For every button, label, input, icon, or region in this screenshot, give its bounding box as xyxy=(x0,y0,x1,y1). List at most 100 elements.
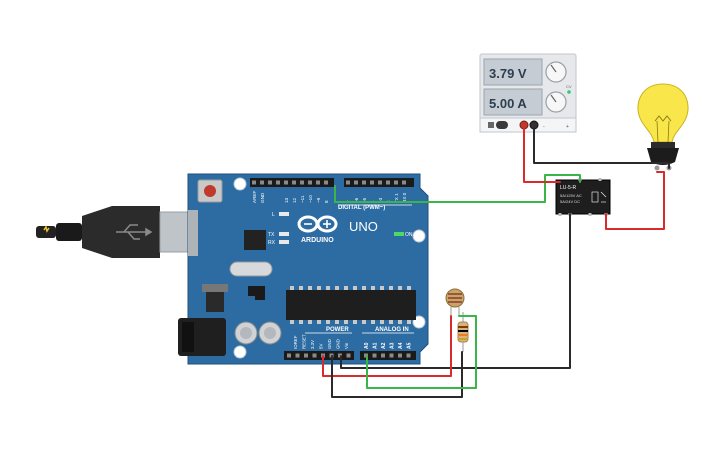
analog-pin-label: A4 xyxy=(398,342,404,349)
header-pin-hole[interactable] xyxy=(406,353,411,358)
header-pin-hole[interactable] xyxy=(287,353,291,358)
power-supply[interactable]: 3.79 V 5.00 A CV - + xyxy=(479,53,577,133)
header-pin-hole[interactable] xyxy=(354,180,358,185)
header-pin-hole[interactable] xyxy=(346,180,350,185)
header-pin-hole[interactable] xyxy=(398,353,402,358)
header-pin-hole[interactable] xyxy=(370,180,374,185)
relay-rating-dc: 5A/24V DC xyxy=(560,199,580,204)
header-pin-hole[interactable] xyxy=(346,353,351,358)
usb-icon xyxy=(116,224,153,240)
chip-pin xyxy=(344,320,348,324)
analog-pin-label: A3 xyxy=(390,342,396,349)
header-pin-hole[interactable] xyxy=(381,353,385,358)
wire-5v-red[interactable] xyxy=(322,315,452,377)
digital-pin-label: ~6 xyxy=(354,197,359,203)
header-pin-hole[interactable] xyxy=(304,353,308,358)
capacitor-left xyxy=(234,321,258,345)
header-pin-hole[interactable] xyxy=(260,180,264,185)
light-bulb[interactable] xyxy=(637,83,689,171)
relay-pin[interactable] xyxy=(598,178,602,181)
capacitor-right xyxy=(258,321,282,345)
current-knob[interactable] xyxy=(545,91,567,113)
wire-analog-green[interactable] xyxy=(366,315,477,389)
relay-pin[interactable] xyxy=(558,213,562,216)
digital-header-label: DIGITAL (PWM~) xyxy=(338,205,385,211)
voltage-regulator xyxy=(206,290,224,312)
relay[interactable]: LU-5-R 5A/125V AC 5A/24V DC xyxy=(555,178,611,216)
wire-psu-positive-red[interactable] xyxy=(523,127,561,183)
analog-header-label: ANALOG IN xyxy=(375,327,409,333)
header-pin-hole[interactable] xyxy=(276,180,280,185)
arduino-logo-symbols xyxy=(304,220,331,228)
header-pin-hole[interactable] xyxy=(292,180,296,185)
header-pin-hole[interactable] xyxy=(300,180,304,185)
header-pin-hole[interactable] xyxy=(284,180,288,185)
chip-pin xyxy=(317,286,321,290)
header-pin-hole[interactable] xyxy=(338,353,342,358)
chip-pin xyxy=(299,320,303,324)
voltage-display xyxy=(483,58,543,86)
header-pin-hole[interactable] xyxy=(295,353,300,358)
wire-relay-gnd-black[interactable] xyxy=(340,213,571,369)
led-l-label: L xyxy=(272,212,275,218)
power-pin-label: Vin xyxy=(344,342,349,349)
header-pin-hole[interactable] xyxy=(364,353,368,358)
header-pin-hole[interactable] xyxy=(389,353,394,358)
crystal-oscillator xyxy=(229,261,273,277)
chip-pin xyxy=(335,286,339,290)
bulb-lead-right xyxy=(667,120,670,143)
header-pin-hole[interactable] xyxy=(324,180,328,185)
header-pin-hole[interactable] xyxy=(268,180,272,185)
cv-label: CV xyxy=(566,84,572,89)
header-pin-hole[interactable] xyxy=(386,180,390,185)
digital-pin-label: TX 1 xyxy=(394,193,399,203)
digital-header-holes xyxy=(252,180,406,185)
chip-pin xyxy=(389,320,393,324)
resistor-band xyxy=(458,338,468,340)
digital-pin-label: 12 xyxy=(292,197,297,203)
resistor[interactable] xyxy=(457,312,469,352)
digital-pin-label: ~3 xyxy=(378,197,383,203)
header-pin-hole[interactable] xyxy=(402,180,406,185)
terminal-plus-label: + xyxy=(566,124,569,130)
icsp-housing xyxy=(255,286,265,300)
power-switch[interactable] xyxy=(496,121,508,129)
wire-gnd-black[interactable] xyxy=(331,351,463,398)
mount-hole xyxy=(233,345,247,359)
digital-pin-label: ~11 xyxy=(300,195,305,203)
arduino-logo-icon xyxy=(297,215,338,233)
wire-signal-green[interactable] xyxy=(334,174,581,203)
relay-rating-ac: 5A/125V AC xyxy=(560,193,582,198)
wire-relay-bulb-red[interactable] xyxy=(605,171,665,230)
current-display xyxy=(483,88,543,116)
voltage-knob[interactable] xyxy=(545,61,567,83)
relay-pin[interactable] xyxy=(588,213,592,216)
digital-pin-label: ~5 xyxy=(362,197,367,203)
header-pin-hole[interactable] xyxy=(312,353,317,358)
chip-pin xyxy=(380,286,384,290)
header-pin-hole[interactable] xyxy=(372,353,377,358)
header-pin-hole[interactable] xyxy=(394,180,398,185)
digital-pin-label: ~10 xyxy=(308,195,313,203)
chip-pin xyxy=(326,320,330,324)
photoresistor[interactable] xyxy=(445,288,465,316)
wire-psu-negative-black[interactable] xyxy=(533,127,670,169)
power-switch-icon[interactable] xyxy=(488,122,494,128)
bulb-filament xyxy=(654,115,672,122)
led-rx-label: RX xyxy=(268,240,276,246)
analog-pin-label: A1 xyxy=(373,342,379,349)
header-pin-hole[interactable] xyxy=(362,180,366,185)
analog-header xyxy=(360,351,416,360)
header-pin-hole[interactable] xyxy=(316,180,320,185)
header-pin-hole[interactable] xyxy=(252,180,256,185)
bulb-terminal-left[interactable] xyxy=(654,165,660,171)
chip-pins-top xyxy=(290,286,411,290)
usb-cable[interactable] xyxy=(36,206,197,258)
chip-pin xyxy=(398,320,402,324)
chip-pin xyxy=(353,320,357,324)
header-pin-hole[interactable] xyxy=(378,180,382,185)
header-pin-hole[interactable] xyxy=(308,180,312,185)
reset-button-cap[interactable] xyxy=(204,185,216,197)
